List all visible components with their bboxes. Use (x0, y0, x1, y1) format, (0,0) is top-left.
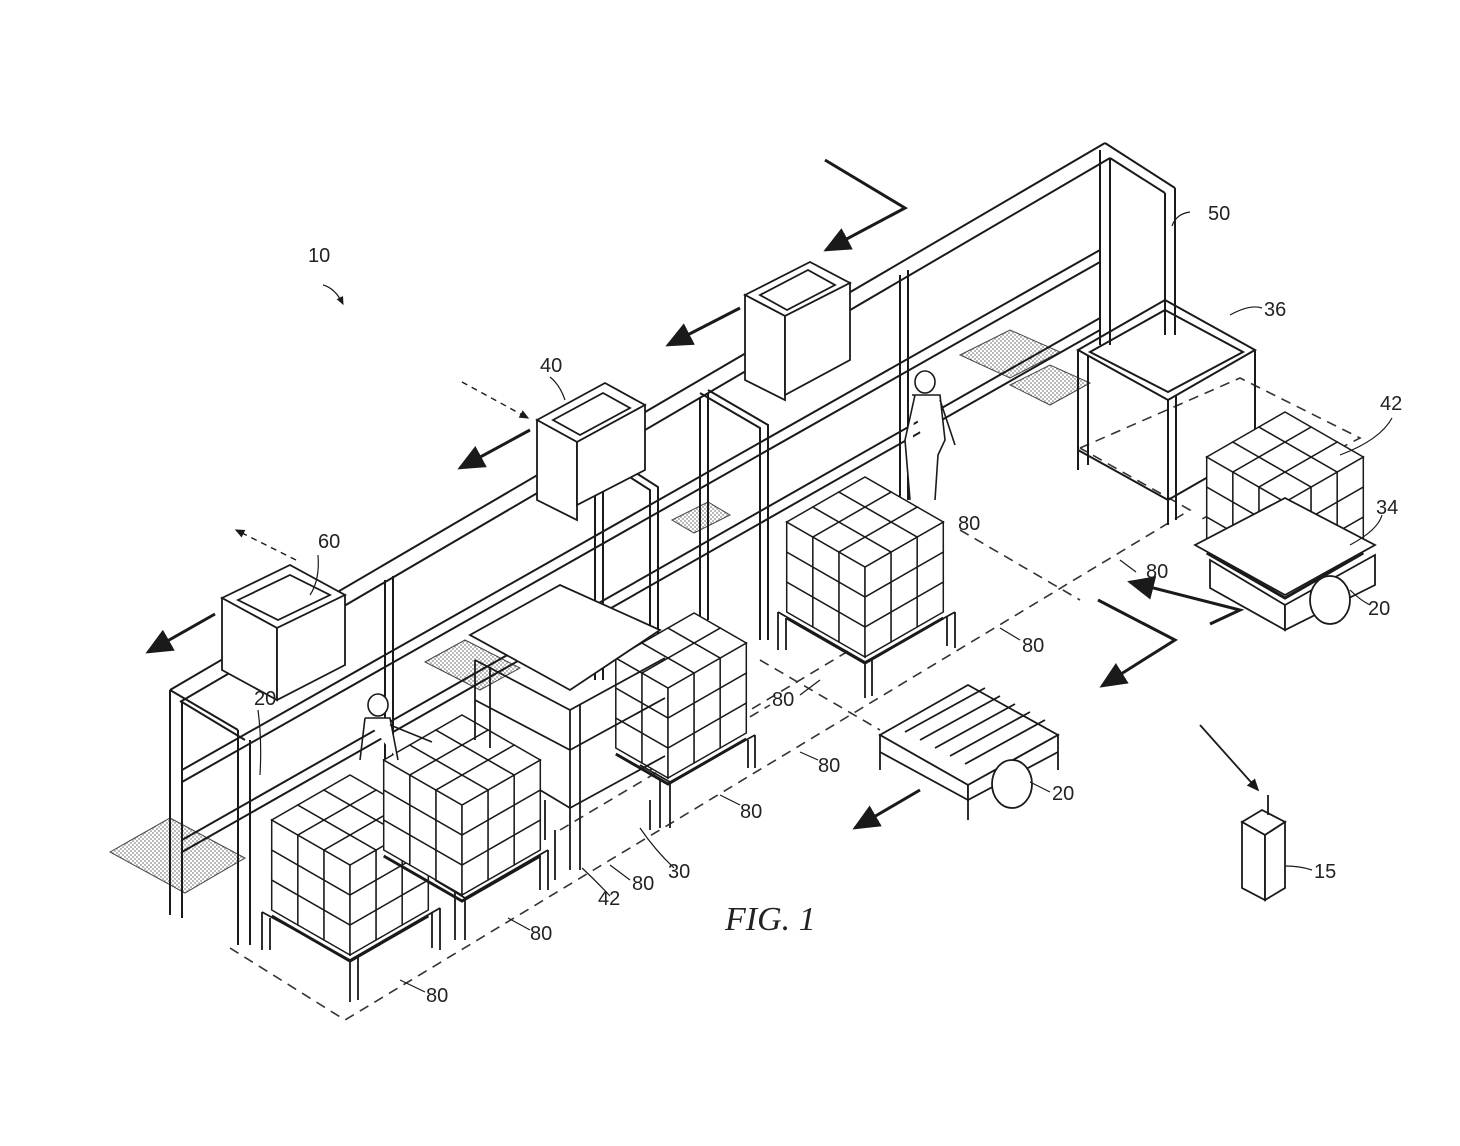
label-station-40: 40 (540, 355, 562, 377)
label-station-60: 60 (318, 531, 340, 553)
leader-lines (257, 211, 1393, 993)
box-top (837, 476, 893, 508)
storage-rack (169, 142, 1176, 945)
bin-40 (535, 381, 647, 522)
cage-36 (1075, 298, 1258, 525)
worker-rear (904, 370, 956, 501)
label-zone-f: 80 (632, 873, 654, 895)
bin-top (743, 260, 852, 402)
label-pallet-a: 42 (1380, 393, 1402, 415)
stack-mid (614, 612, 748, 786)
pallet-base (382, 854, 542, 903)
agv-front (878, 683, 1060, 820)
flow-arrows (145, 158, 1245, 830)
label-zone-d: 80 (818, 755, 840, 777)
label-remote: 15 (1314, 861, 1336, 883)
figure-title: FIG. 1 (724, 901, 816, 938)
label-zone-c: 80 (772, 689, 794, 711)
label-station-30: 30 (668, 861, 690, 883)
stack-right-stand (785, 476, 945, 665)
reference-labels: 10 50 36 42 34 20 40 60 20 20 15 30 42 8… (254, 203, 1402, 1007)
worker-front (359, 693, 433, 761)
dashed-arrows (234, 381, 530, 561)
label-agv-b: 20 (254, 688, 276, 710)
box-top (666, 612, 722, 644)
pallet-stacks (270, 411, 1365, 963)
label-pallet-b: 42 (598, 888, 620, 910)
label-zone-e: 80 (740, 801, 762, 823)
label-zone-i: 80 (958, 513, 980, 535)
label-zone-b: 80 (1022, 635, 1044, 657)
box-top (322, 774, 378, 806)
label-zone-g: 80 (530, 923, 552, 945)
label-system: 10 (308, 245, 330, 267)
remote-controller (1199, 724, 1287, 902)
label-cage: 36 (1264, 299, 1286, 321)
stands (261, 611, 956, 1002)
label-agv-c: 20 (1052, 783, 1074, 805)
label-zone-a: 80 (1146, 561, 1168, 583)
label-zone-h: 80 (426, 985, 448, 1007)
agv-right (1193, 496, 1377, 632)
label-station-34: 34 (1376, 497, 1398, 519)
bin-60 (220, 563, 347, 702)
label-agv-a: 20 (1368, 598, 1390, 620)
label-rack: 50 (1208, 203, 1230, 225)
rack-30-top (468, 583, 662, 692)
pallet-base (1205, 551, 1365, 600)
box-top (1257, 411, 1313, 443)
